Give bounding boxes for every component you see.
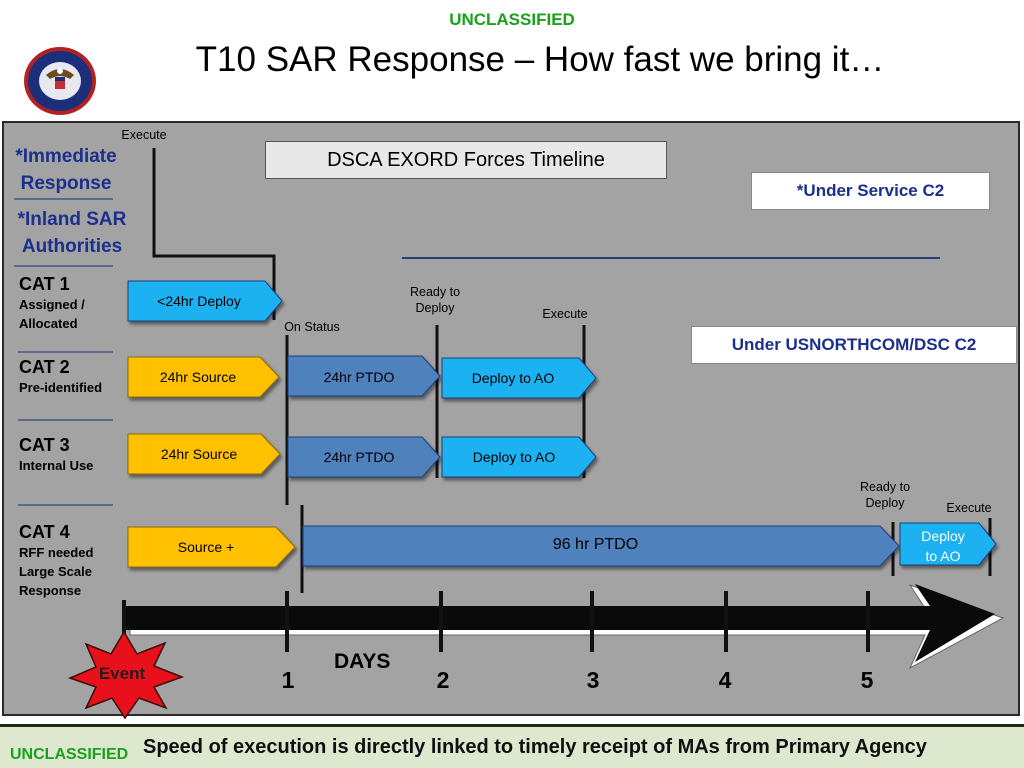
immediate-response-label: *Immediate Response: [15, 146, 117, 194]
cat3-source-arrow: [127, 433, 281, 475]
day-tick-label-4: 4: [718, 667, 732, 693]
cat2-deploy-label: Deploy to AO: [471, 370, 555, 386]
cat1-deploy-label: <24hr Deploy: [157, 293, 241, 309]
event-label: Event: [98, 664, 146, 683]
cat1-label: CAT 1 Assigned / Allocated: [19, 274, 119, 333]
cat2-ptdo-label: 24hr PTDO: [323, 369, 395, 385]
cat3-source-label: 24hr Source: [160, 446, 238, 462]
cat4-sub3: Response: [19, 583, 82, 598]
cat3-sub1: Internal Use: [19, 458, 94, 473]
cat4-ptdo-label: 96 hr PTDO: [552, 536, 639, 553]
northcom-c2-box: Under USNORTHCOM/DSC C2: [691, 326, 1017, 364]
execute-path-line: [152, 148, 276, 320]
cat4-sub1: RFF needed: [19, 545, 94, 560]
cat4-deploy-arrow: [899, 522, 997, 566]
execute-annotation-top: Execute: [121, 128, 167, 142]
footer-message: Speed of execution is directly linked to…: [143, 736, 927, 758]
execute-annotation-2: Execute: [946, 501, 992, 515]
cat4-source-arrow: [127, 526, 296, 568]
cat2-source-label: 24hr Source: [159, 369, 237, 385]
cat1-title: CAT 1: [19, 274, 70, 294]
timeline-title-box: DSCA EXORD Forces Timeline: [265, 141, 667, 179]
cat4-deploy-label: Deploy to AO: [900, 526, 986, 566]
inland-sar-label: *Inland SAR Authorities: [17, 209, 127, 257]
classification-banner-top: UNCLASSIFIED: [449, 10, 575, 29]
cat4-deploy-label-line2: to AO: [925, 548, 961, 564]
ready-to-deploy-annotation-2: Ready to Deploy: [859, 480, 911, 510]
ready-to-deploy-annotation: Ready to Deploy: [409, 285, 461, 315]
cat2-sub1: Pre-identified: [19, 380, 103, 395]
cat4-source-label: Source +: [177, 539, 235, 555]
page-title: T10 SAR Response – How fast we bring it…: [195, 40, 885, 79]
northcom-seal-icon: [24, 47, 96, 115]
day-tick-label-2: 2: [436, 667, 450, 693]
day-tick-label-3: 3: [586, 667, 600, 693]
day-tick-label-1: 1: [281, 667, 295, 693]
event-starburst-icon: [67, 630, 185, 720]
cat4-deploy-label-line1: Deploy: [921, 528, 965, 544]
cat2-source-arrow: [127, 356, 280, 398]
cat4-sub2: Large Scale: [19, 564, 92, 579]
classification-banner-bottom: UNCLASSIFIED: [10, 746, 129, 763]
cat4-label: CAT 4 RFF needed Large Scale Response: [19, 522, 119, 600]
day-tick-label-5: 5: [860, 667, 874, 693]
cat2-deploy-arrow: [441, 357, 597, 399]
cat1-sub2: Allocated: [19, 316, 78, 331]
cat2-title: CAT 2: [19, 357, 70, 377]
footer-bar: [0, 724, 1024, 768]
cat4-ptdo-arrow: [302, 525, 900, 567]
cat3-ptdo-arrow: [287, 436, 441, 478]
cat4-title: CAT 4: [19, 522, 70, 542]
days-axis-arrow-body: [122, 584, 995, 662]
cat1-deploy-arrow: [127, 280, 283, 322]
execute-annotation: Execute: [542, 307, 588, 321]
cat2-label: CAT 2 Pre-identified: [19, 357, 119, 397]
service-c2-box: *Under Service C2: [751, 172, 990, 210]
cat3-ptdo-label: 24hr PTDO: [323, 449, 395, 465]
cat2-ptdo-arrow: [287, 355, 441, 397]
on-status-annotation: On Status: [284, 320, 340, 334]
cat3-deploy-arrow: [441, 436, 597, 478]
cat3-title: CAT 3: [19, 435, 70, 455]
cat3-label: CAT 3 Internal Use: [19, 435, 119, 475]
cat3-deploy-label: Deploy to AO: [472, 449, 556, 465]
cat1-sub1: Assigned /: [19, 297, 85, 312]
days-axis-label: DAYS: [334, 650, 391, 673]
